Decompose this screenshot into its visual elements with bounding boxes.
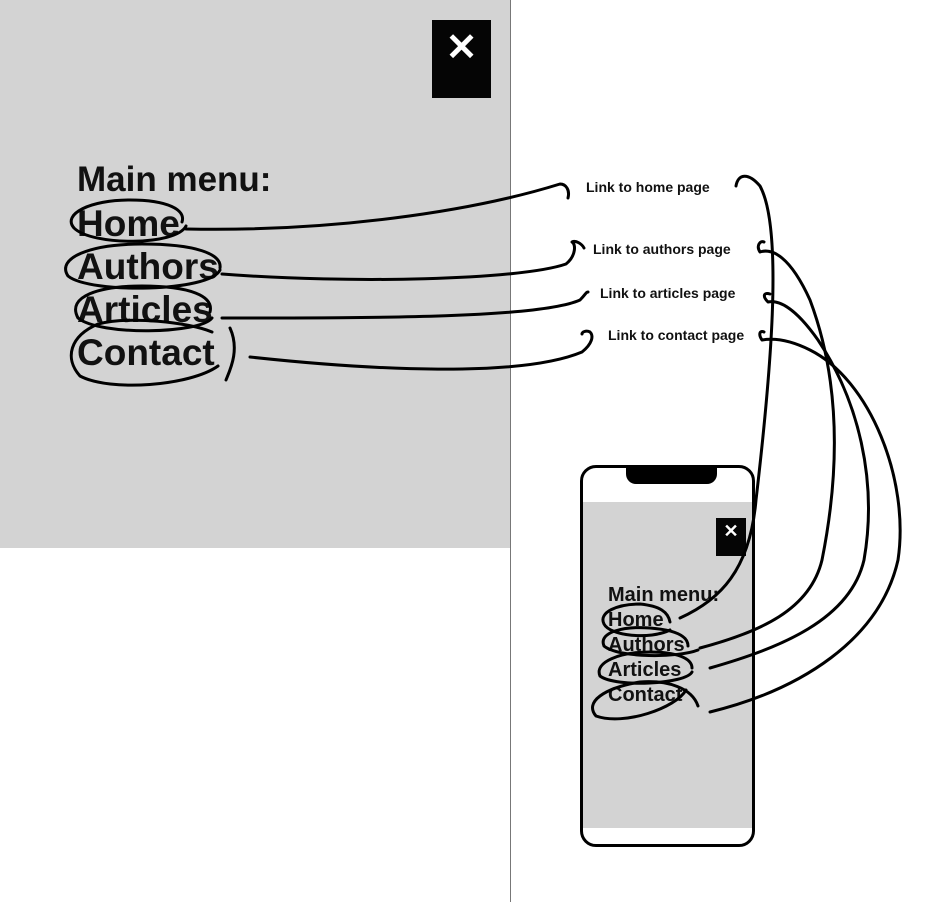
- mobile-menu-item-authors[interactable]: Authors: [608, 634, 685, 656]
- annotation-home: Link to home page: [586, 179, 710, 195]
- mobile-close-icon[interactable]: ✕: [716, 518, 746, 556]
- mobile-menu-item-articles[interactable]: Articles: [608, 659, 682, 681]
- desktop-menu-panel: ✕ Main menu: Home Authors Articles Conta…: [0, 0, 510, 548]
- mobile-menu-item-contact[interactable]: Contact: [608, 684, 683, 706]
- phone-notch: [626, 468, 717, 484]
- menu-item-authors[interactable]: Authors: [77, 246, 219, 287]
- mobile-menu-title: Main menu:: [608, 584, 720, 606]
- mobile-menu-item-home[interactable]: Home: [608, 609, 664, 631]
- menu-item-contact[interactable]: Contact: [77, 332, 215, 373]
- divider-line: [510, 0, 511, 902]
- menu-title: Main menu:: [77, 160, 272, 199]
- menu-item-articles[interactable]: Articles: [77, 289, 213, 330]
- close-icon[interactable]: ✕: [432, 20, 491, 98]
- desktop-main-menu: Main menu: Home Authors Articles Contact: [77, 158, 271, 374]
- menu-item-home[interactable]: Home: [77, 203, 180, 244]
- phone-screen: ✕ Main menu: Home Authors Articles Conta…: [583, 502, 752, 828]
- phone-frame: ✕ Main menu: Home Authors Articles Conta…: [580, 465, 755, 847]
- mobile-main-menu: Main menu: Home Authors Articles Contact: [608, 582, 719, 708]
- annotation-articles: Link to articles page: [600, 285, 736, 301]
- annotation-authors: Link to authors page: [593, 241, 731, 257]
- annotation-contact: Link to contact page: [608, 327, 745, 343]
